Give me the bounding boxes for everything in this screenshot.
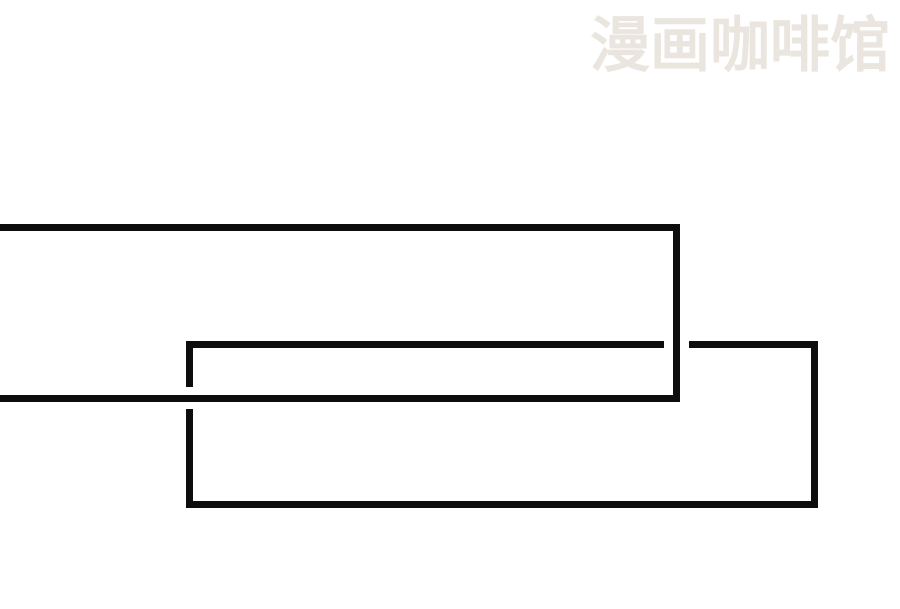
comic-panel-frame-lower: [186, 341, 818, 508]
comic-panel-frame-upper: [0, 224, 680, 402]
site-watermark: 漫画咖啡馆: [590, 11, 890, 81]
